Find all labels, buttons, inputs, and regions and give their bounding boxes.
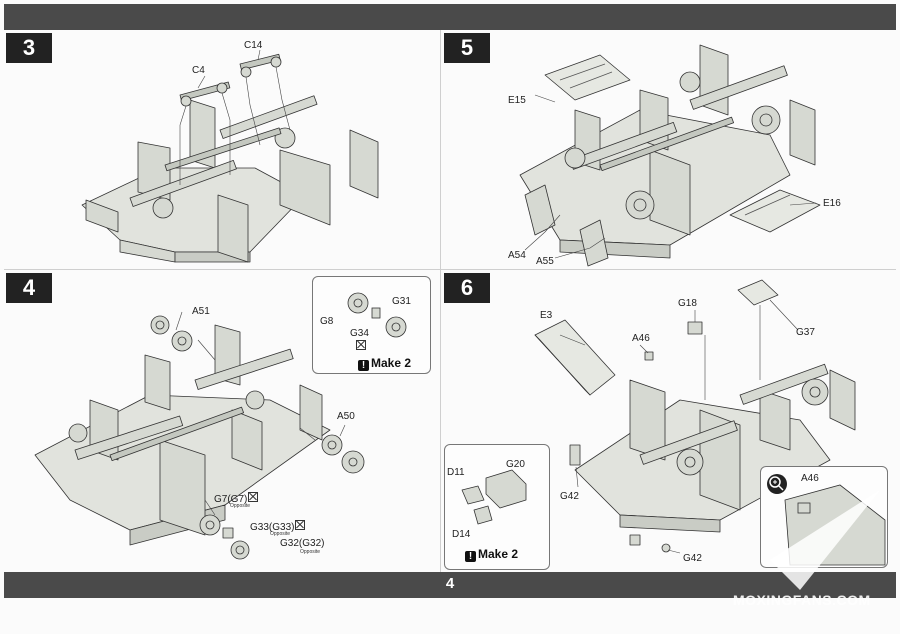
bottom-band: 4 <box>4 572 896 598</box>
label-g8: G8 <box>320 316 334 327</box>
step-6-detail-diagram <box>767 474 886 590</box>
label-c14: C14 <box>244 40 263 51</box>
cross-mark-icon <box>356 340 366 350</box>
step-6-number: 6 <box>444 273 490 303</box>
exclamation-icon: ! <box>358 360 369 371</box>
label-g42-bottom: G42 <box>683 553 702 564</box>
step-6-inset-left <box>444 444 550 570</box>
step-4-inset-diagram <box>347 292 407 338</box>
label-a55: A55 <box>536 256 554 267</box>
step-4-number: 4 <box>6 273 52 303</box>
watermark-text: MOXINGFANS.COM <box>733 592 871 608</box>
step-4-diagram <box>34 311 365 560</box>
panel-divider-vertical <box>440 30 441 572</box>
label-g18: G18 <box>678 298 697 309</box>
label-g32: G32(G32) <box>280 538 325 549</box>
label-a54: A54 <box>508 250 526 261</box>
label-g34: G34 <box>350 328 369 339</box>
step-6-inset-left-diagram <box>461 469 527 525</box>
page-number: 4 <box>445 575 455 592</box>
label-g33-opposite: Opposite <box>270 531 291 537</box>
label-g37: G37 <box>796 327 815 338</box>
step-3-number: 3 <box>6 33 52 63</box>
label-g42-left: G42 <box>560 491 579 502</box>
step-3-diagram <box>81 49 379 263</box>
label-e15: E15 <box>508 95 526 106</box>
cross-mark-icon <box>295 520 306 530</box>
label-d14: D14 <box>452 529 471 540</box>
label-e16: E16 <box>823 198 841 209</box>
label-a46-detail: A46 <box>801 473 819 484</box>
label-a50: A50 <box>337 411 355 422</box>
top-band <box>4 4 896 30</box>
step-6-make-note: !Make 2 <box>465 547 518 562</box>
zoom-icon <box>767 474 787 494</box>
label-c4: C4 <box>192 65 205 76</box>
cross-mark-icon <box>248 492 259 502</box>
exclamation-icon: ! <box>465 551 476 562</box>
label-g7: G7(G7) <box>214 492 259 505</box>
label-e3: E3 <box>540 310 553 321</box>
label-g33: G33(G33) <box>250 520 306 533</box>
step-4-inset <box>312 276 431 374</box>
label-g34-mark <box>355 340 366 353</box>
label-g20: G20 <box>506 459 525 470</box>
step-5-number: 5 <box>444 33 490 63</box>
label-a51: A51 <box>192 306 210 317</box>
label-g32-opposite: Opposite <box>300 549 321 555</box>
label-d11: D11 <box>447 467 465 478</box>
label-g31: G31 <box>392 296 411 307</box>
step-4-make-note: !Make 2 <box>358 356 411 371</box>
label-g7-opposite: Opposite <box>230 503 251 509</box>
panel-divider-horizontal <box>4 269 896 270</box>
label-a46: A46 <box>632 333 650 344</box>
paper-plane-watermark <box>770 490 880 590</box>
step-5-diagram <box>519 44 821 267</box>
